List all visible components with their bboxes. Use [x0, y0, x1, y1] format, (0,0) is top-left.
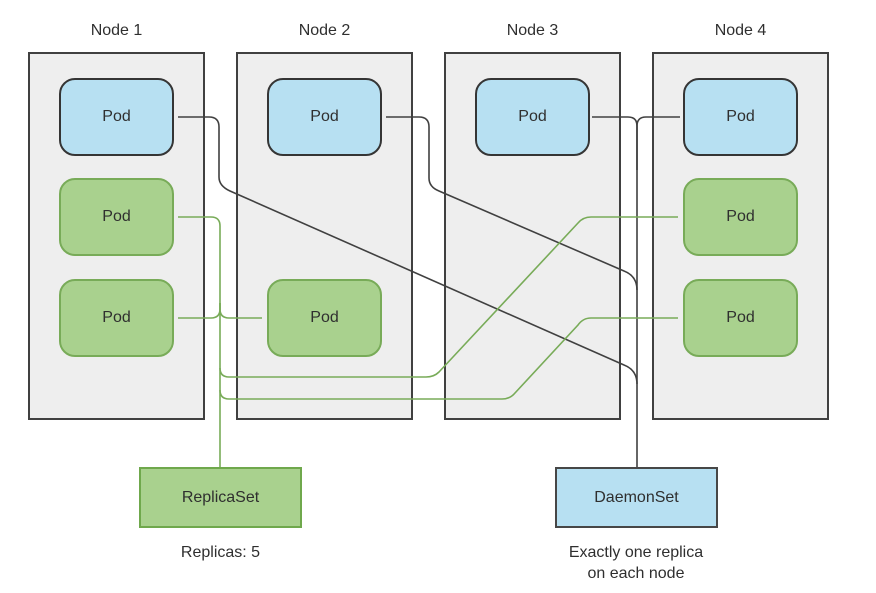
daemonset-caption-line-2: on each node	[587, 565, 685, 582]
node-1-daemonset-pod: Pod	[59, 78, 174, 156]
node-4-replicaset-pod-2: Pod	[683, 279, 798, 357]
node-1-label: Node 1	[90, 22, 143, 39]
node-1-replicaset-pod-1: Pod	[59, 178, 174, 256]
node-2-replicaset-pod: Pod	[267, 279, 382, 357]
node-1-replicaset-pod-2: Pod	[59, 279, 174, 357]
node-2-label: Node 2	[298, 22, 351, 39]
daemonset-box: DaemonSet	[555, 467, 718, 528]
node-2-daemonset-pod: Pod	[267, 78, 382, 156]
replicaset-box: ReplicaSet	[139, 467, 302, 528]
node-3-daemonset-pod: Pod	[475, 78, 590, 156]
node-4-replicaset-pod-1: Pod	[683, 178, 798, 256]
node-4-label: Node 4	[714, 22, 767, 39]
node-3-label: Node 3	[506, 22, 559, 39]
replicaset-caption: Replicas: 5	[180, 544, 261, 561]
daemonset-caption: Exactly one replica on each node	[526, 542, 746, 584]
node-4-daemonset-pod: Pod	[683, 78, 798, 156]
daemonset-caption-line-1: Exactly one replica	[568, 544, 704, 561]
